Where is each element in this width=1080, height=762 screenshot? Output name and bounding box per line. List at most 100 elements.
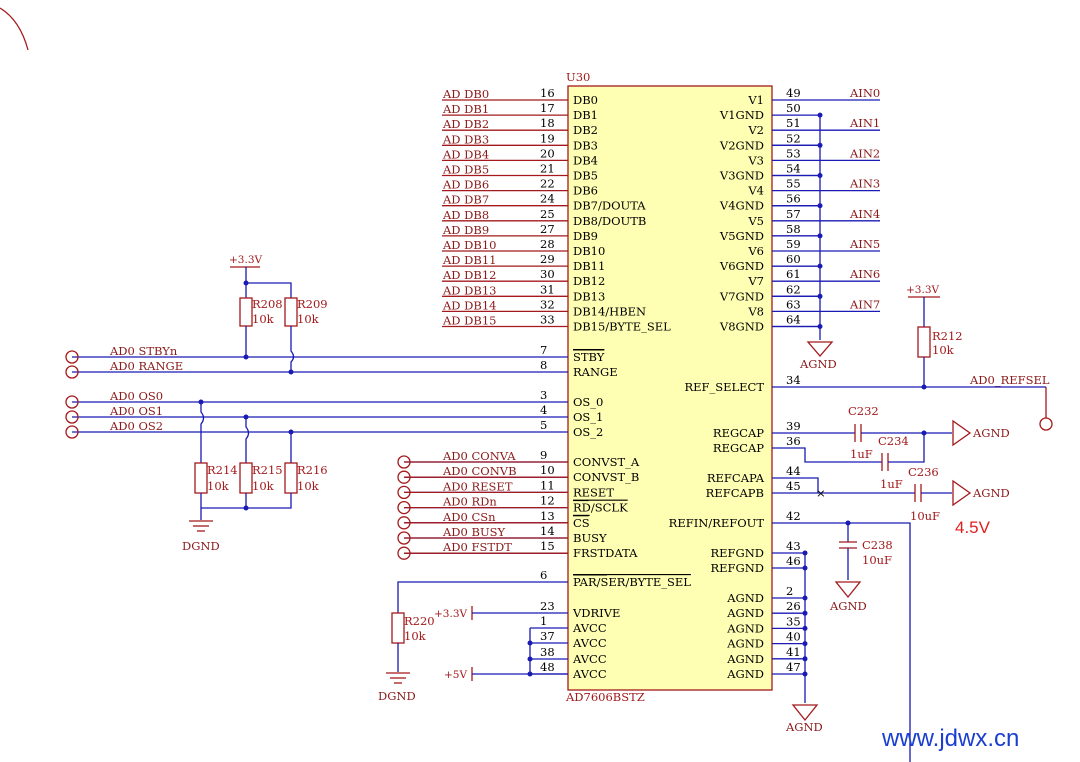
net-port[interactable] bbox=[65, 425, 79, 439]
pin-name: DB3 bbox=[573, 138, 598, 152]
pin-number: 29 bbox=[540, 252, 555, 266]
capacitor-c232[interactable]: C232 1uF bbox=[772, 404, 952, 461]
port-refsel[interactable] bbox=[1039, 417, 1053, 431]
pin-name: OS_0 bbox=[573, 395, 603, 409]
svg-text:10k: 10k bbox=[404, 629, 427, 643]
pin-name: CONVST_B bbox=[573, 470, 639, 484]
net-port[interactable] bbox=[397, 516, 411, 530]
net-port[interactable] bbox=[397, 500, 411, 515]
ic-body[interactable] bbox=[567, 85, 773, 691]
pin-number: 14 bbox=[540, 524, 555, 538]
resistor-r214-r216[interactable]: R214 10k R215 10k R216 10k DGND bbox=[182, 399, 328, 554]
net-port[interactable] bbox=[397, 546, 411, 560]
resistor-r220[interactable]: R220 10k DGND bbox=[378, 581, 568, 703]
resistor-r208-r209[interactable]: +3.3V R208 10k R209 10k bbox=[229, 254, 328, 375]
net-label: AIN4 bbox=[849, 207, 880, 221]
pin-number: 5 bbox=[540, 418, 547, 432]
net-port[interactable] bbox=[397, 531, 411, 545]
pin-name: FRSTDATA bbox=[573, 546, 638, 560]
pin-name: DB9 bbox=[573, 229, 598, 243]
pin-name: V8GND bbox=[719, 320, 764, 334]
net-label: AD0 OS2 bbox=[109, 419, 163, 433]
pin-name: DB1 bbox=[573, 108, 598, 122]
capacitor-c238[interactable]: C238 10uF AGND bbox=[772, 520, 911, 762]
net-port[interactable] bbox=[397, 470, 411, 484]
net-port[interactable] bbox=[65, 350, 79, 364]
net-port[interactable] bbox=[65, 395, 79, 409]
pin-name: OS_1 bbox=[573, 410, 603, 424]
capacitor-c236[interactable]: × C236 10uF AGND bbox=[772, 465, 1010, 523]
net-port[interactable] bbox=[65, 410, 79, 424]
pin-name: AVCC bbox=[572, 621, 607, 635]
capacitor-c234[interactable]: C234 1uF bbox=[772, 430, 927, 492]
net-label: AIN1 bbox=[849, 116, 880, 130]
net-port[interactable] bbox=[397, 485, 411, 500]
pin-number: 16 bbox=[540, 86, 555, 100]
net-port[interactable] bbox=[397, 455, 411, 469]
net-port[interactable] bbox=[65, 365, 79, 379]
net-label: AIN0 bbox=[849, 86, 880, 100]
svg-text:AGND: AGND bbox=[972, 426, 1010, 440]
svg-text:C232: C232 bbox=[848, 404, 879, 418]
resistor-r212[interactable]: +3.3V R212 10k bbox=[906, 284, 963, 390]
pin-name: V4GND bbox=[719, 199, 764, 213]
